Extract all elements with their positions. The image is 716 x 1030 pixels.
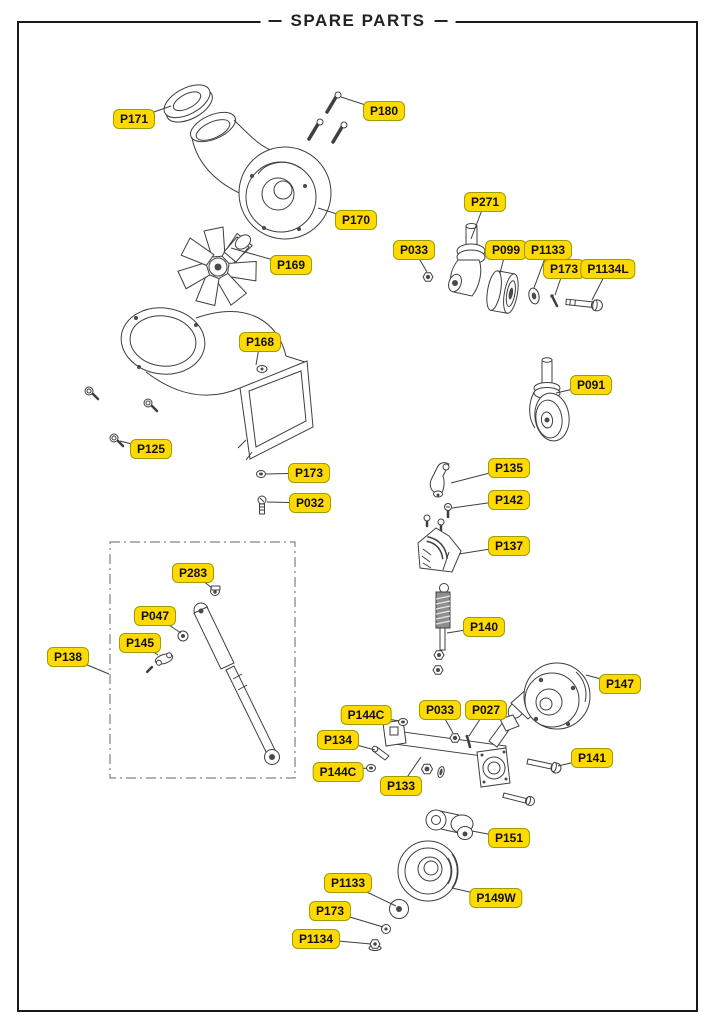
part-label-p142[interactable]: P142 bbox=[487, 490, 531, 510]
part-label-p149w[interactable]: P149W bbox=[469, 888, 523, 908]
part-label-p1133-wheel[interactable]: P1133 bbox=[323, 873, 373, 893]
part-label-p169[interactable]: P169 bbox=[269, 255, 313, 275]
idler-arm-p151-drawing bbox=[425, 809, 474, 840]
part-label-p283[interactable]: P283 bbox=[171, 563, 215, 583]
blower-housing-drawing bbox=[190, 111, 332, 240]
washer-p1133-roller-drawing bbox=[528, 287, 540, 305]
part-label-p151[interactable]: P151 bbox=[487, 828, 531, 848]
pin-p027-drawing bbox=[465, 734, 472, 749]
fan-impeller-drawing bbox=[177, 226, 257, 307]
part-label-p033-caster[interactable]: P033 bbox=[392, 240, 436, 260]
title-dash-right bbox=[434, 19, 448, 23]
part-label-p144c-bottom[interactable]: P144C bbox=[312, 762, 364, 782]
chute-screws-drawing bbox=[84, 386, 159, 448]
part-label-p1133-roller[interactable]: P1133 bbox=[523, 240, 573, 260]
parts-drawings bbox=[84, 84, 603, 951]
lever-p135-drawing bbox=[429, 462, 450, 498]
bolt-p1134l-drawing bbox=[565, 298, 603, 312]
part-label-p145[interactable]: P145 bbox=[118, 633, 162, 653]
nut-p1134-drawing bbox=[368, 939, 382, 951]
washer-p144c-bottom-drawing bbox=[366, 764, 376, 772]
part-label-p168[interactable]: P168 bbox=[238, 332, 282, 352]
part-label-p1134[interactable]: P1134 bbox=[291, 929, 341, 949]
nut-p033-caster-drawing bbox=[422, 272, 434, 282]
part-label-p134[interactable]: P134 bbox=[316, 730, 360, 750]
part-label-p141[interactable]: P141 bbox=[570, 748, 614, 768]
part-label-p091[interactable]: P091 bbox=[569, 375, 613, 395]
roller-p099-drawing bbox=[486, 270, 519, 314]
bolt-lower-drawing bbox=[502, 792, 535, 806]
ball-p047-drawing bbox=[177, 630, 189, 642]
page-title-text: SPARE PARTS bbox=[290, 11, 426, 30]
part-label-p099[interactable]: P099 bbox=[484, 240, 528, 260]
page-title: SPARE PARTS bbox=[260, 10, 456, 32]
part-label-p033-axle[interactable]: P033 bbox=[418, 700, 462, 720]
part-label-p173-chute[interactable]: P173 bbox=[287, 463, 331, 483]
part-label-p140[interactable]: P140 bbox=[462, 617, 506, 637]
screw-p032-drawing bbox=[257, 495, 267, 515]
part-label-p138[interactable]: P138 bbox=[46, 647, 90, 667]
part-label-p173-roller[interactable]: P173 bbox=[542, 259, 586, 279]
caster-p091-drawing bbox=[529, 357, 570, 442]
part-label-p144c-top[interactable]: P144C bbox=[340, 705, 392, 725]
spring-p140-drawing bbox=[432, 583, 451, 675]
handle-rod-drawing bbox=[193, 602, 280, 765]
handle-assembly-box bbox=[109, 541, 296, 779]
part-label-p137[interactable]: P137 bbox=[487, 536, 531, 556]
nut-p033-axle-drawing bbox=[449, 733, 461, 743]
gasket-ring-drawing bbox=[163, 84, 213, 123]
part-label-p125[interactable]: P125 bbox=[129, 439, 173, 459]
part-label-p047[interactable]: P047 bbox=[133, 606, 177, 626]
washer-p173-chute-drawing bbox=[256, 470, 266, 478]
part-label-p170[interactable]: P170 bbox=[334, 210, 378, 230]
clamp-p283-drawing bbox=[210, 585, 221, 596]
bracket-p137-drawing bbox=[417, 527, 462, 573]
part-label-p173-wheel[interactable]: P173 bbox=[308, 901, 352, 921]
washer-p144c-top-drawing bbox=[398, 718, 408, 726]
part-label-p180[interactable]: P180 bbox=[362, 101, 406, 121]
axle-assembly-drawing bbox=[382, 714, 520, 788]
part-label-p027[interactable]: P027 bbox=[464, 700, 508, 720]
wheel-p149w-drawing bbox=[397, 840, 459, 902]
washer-p1133-wheel-drawing bbox=[389, 899, 409, 919]
link-p145-drawing bbox=[145, 652, 174, 674]
part-label-p271[interactable]: P271 bbox=[463, 192, 507, 212]
bolt-p141-drawing bbox=[526, 758, 562, 774]
washer-p173-wheel-drawing bbox=[381, 924, 391, 934]
pin-p173-roller-drawing bbox=[550, 294, 559, 308]
screw-p142-drawing bbox=[444, 503, 452, 519]
part-label-p032[interactable]: P032 bbox=[288, 493, 332, 513]
discharge-chute-drawing bbox=[120, 307, 314, 461]
bracket-screws-drawing bbox=[423, 514, 445, 532]
part-label-p133[interactable]: P133 bbox=[379, 776, 423, 796]
nut-p133-drawing bbox=[420, 763, 445, 778]
part-label-p171[interactable]: P171 bbox=[112, 109, 156, 129]
part-label-p147[interactable]: P147 bbox=[598, 674, 642, 694]
pin-p134-drawing bbox=[371, 745, 390, 761]
caster-fork-drawing bbox=[448, 223, 486, 297]
title-dash-left bbox=[268, 19, 282, 23]
part-label-p1134l[interactable]: P1134L bbox=[580, 259, 636, 279]
part-label-p135[interactable]: P135 bbox=[487, 458, 531, 478]
housing-screws-drawing bbox=[307, 91, 348, 144]
pulley-p147-drawing bbox=[507, 662, 591, 730]
